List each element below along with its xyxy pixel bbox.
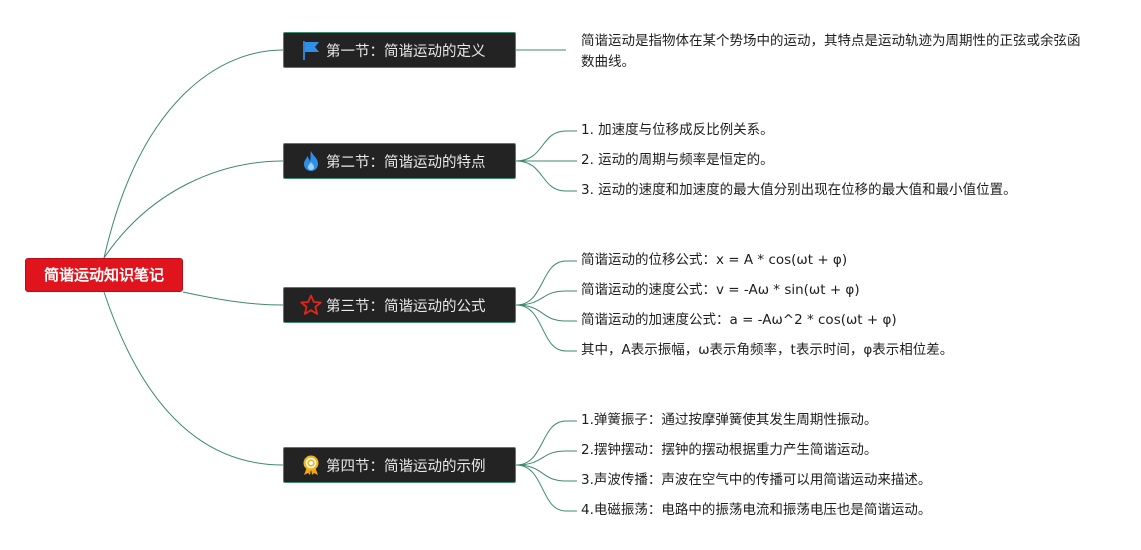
- section-3-item-4: 其中，A表示振幅，ω表示角频率，t表示时间，φ表示相位差。: [581, 342, 954, 358]
- section-4-item-2: 2.摆钟摆动：摆钟的摆动根据重力产生简谐运动。: [581, 442, 878, 458]
- section-3-node[interactable]: 第三节：简谐运动的公式: [283, 287, 516, 323]
- section-2-item-1: 1. 加速度与位移成反比例关系。: [581, 122, 774, 138]
- section-4-node[interactable]: 第四节：简谐运动的示例: [283, 447, 516, 483]
- root-to-section-4-line: [103, 291, 284, 466]
- fire-icon: [300, 150, 322, 172]
- root-to-section-2-line: [103, 160, 284, 259]
- root-to-section-1-line: [103, 49, 284, 259]
- section-4-branch: [515, 464, 577, 512]
- root-topic[interactable]: 简谐运动知识笔记: [25, 258, 183, 292]
- section-3-branch: [515, 260, 577, 306]
- section-4-item-3: 3.声波传播：声波在空气中的传播可以用简谐运动来描述。: [581, 472, 932, 488]
- section-2-item-2: 2. 运动的周期与频率是恒定的。: [581, 152, 774, 168]
- star-icon: [300, 294, 322, 316]
- section-3-branch: [515, 304, 577, 352]
- section-3-item-3: 简谐运动的加速度公式：a = -Aω^2 * cos(ωt + φ): [581, 312, 897, 328]
- section-4-branch: [515, 464, 577, 482]
- award-medal-icon: [300, 454, 322, 476]
- section-3-branch: [515, 304, 577, 322]
- section-1-label: 第一节：简谐运动的定义: [326, 43, 486, 60]
- section-2-branch: [515, 160, 577, 192]
- section-4-item-4: 4.电磁振荡：电路中的振荡电流和振荡电压也是简谐运动。: [581, 502, 932, 518]
- section-4-item-1: 1.弹簧振子：通过按摩弹簧使其发生周期性振动。: [581, 412, 878, 428]
- section-4-label: 第四节：简谐运动的示例: [326, 458, 486, 475]
- section-3-branch: [515, 290, 577, 306]
- section-2-label: 第二节：简谐运动的特点: [326, 154, 486, 171]
- section-3-item-1: 简谐运动的位移公式：x = A * cos(ωt + φ): [581, 252, 848, 268]
- section-3-item-2: 简谐运动的速度公式：v = -Aω * sin(ωt + φ): [581, 282, 860, 298]
- section-1-node[interactable]: 第一节：简谐运动的定义: [283, 32, 516, 68]
- section-3-label: 第三节：简谐运动的公式: [326, 298, 486, 315]
- section-2-branch: [515, 130, 577, 162]
- section-1-item-1: 简谐运动是指物体在某个势场中的运动，其特点是运动轨迹为周期性的正弦或余弦函数曲线…: [581, 33, 1081, 70]
- section-2-item-3: 3. 运动的速度和加速度的最大值分别出现在位移的最大值和最小值位置。: [581, 182, 1017, 198]
- section-4-branch: [515, 450, 577, 466]
- flag-icon: [300, 39, 322, 61]
- section-2-node[interactable]: 第二节：简谐运动的特点: [283, 143, 516, 179]
- root-to-section-3-line: [182, 291, 284, 306]
- section-4-branch: [515, 420, 577, 466]
